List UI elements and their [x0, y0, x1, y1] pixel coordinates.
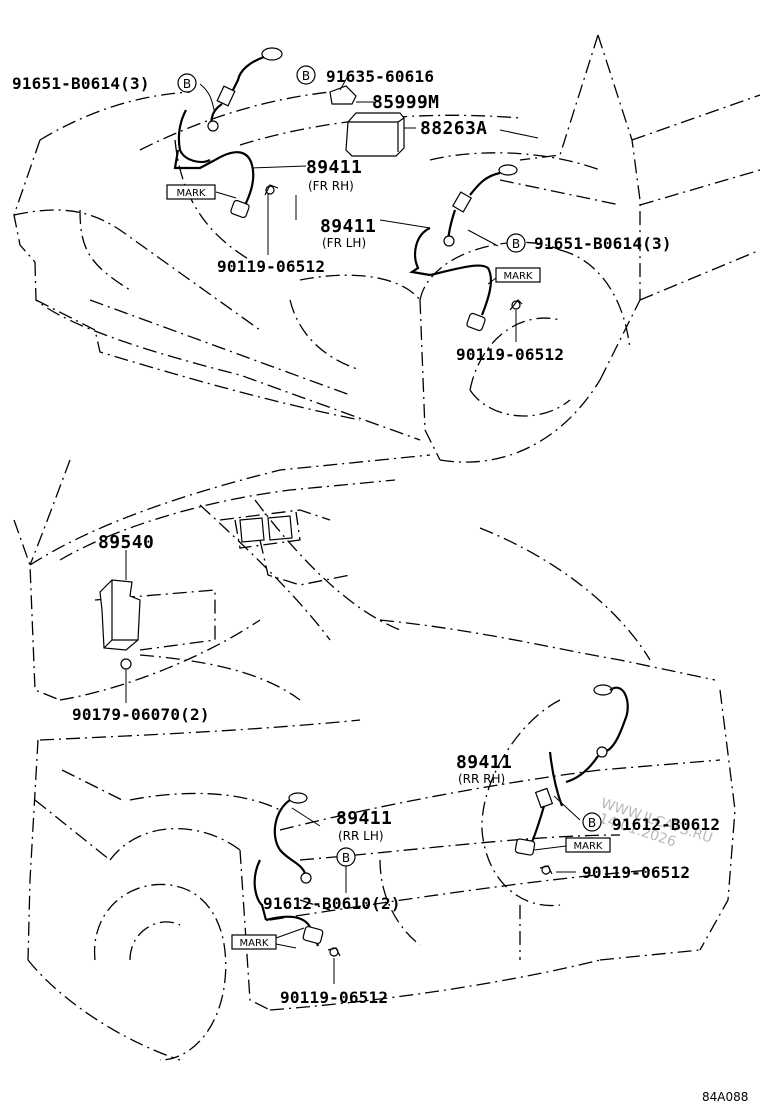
- sensor-rr-lh-assembly: [253, 792, 347, 984]
- svg-text:B: B: [588, 816, 596, 830]
- label-sensor-fr-lh: 89411: [320, 216, 376, 237]
- label-clamp-rr-rh: 91612-B0612: [612, 815, 720, 834]
- sensor-fr-lh-assembly: [409, 164, 523, 342]
- label-clamp-fr-lh: 91651-B0614(3): [534, 234, 672, 253]
- interior-outline: [13, 454, 431, 701]
- svg-text:B: B: [183, 77, 191, 91]
- label-sensor-rr-rh-side: (RR RH): [458, 772, 505, 786]
- circle-b-4: B: [582, 812, 602, 832]
- circle-b-5: B: [336, 847, 356, 867]
- sensor-rr-rh-assembly: [514, 684, 629, 875]
- mark-rr-lh: MARK: [231, 934, 277, 950]
- svg-text:MARK: MARK: [177, 188, 206, 199]
- label-bracket-bolt: 91635-60616: [326, 67, 434, 86]
- label-bolt-rr-rh: 90119-06512: [582, 863, 690, 882]
- front-leaders: [199, 75, 539, 285]
- svg-text:MARK: MARK: [574, 841, 603, 852]
- mark-fr-lh: MARK: [495, 267, 541, 283]
- label-ecu: 89540: [98, 532, 154, 553]
- svg-text:MARK: MARK: [504, 271, 533, 282]
- label-bracket: 85999M: [372, 92, 439, 113]
- svg-text:MARK: MARK: [240, 938, 269, 949]
- mark-fr-rh: MARK: [166, 184, 216, 200]
- label-clamp-fr-rh: 91651-B0614(3): [12, 74, 150, 93]
- label-sensor-fr-rh-side: (FR RH): [308, 179, 354, 193]
- label-sensor-rr-lh-side: (RR LH): [338, 829, 384, 843]
- svg-text:B: B: [302, 69, 310, 83]
- illustration-code: 84A088: [702, 1090, 748, 1104]
- label-sensor-rr-lh: 89411: [336, 808, 392, 829]
- label-actuator: 88263A: [420, 118, 487, 139]
- svg-text:B: B: [342, 851, 350, 865]
- label-bolt-fr-rh: 90119-06512: [217, 257, 325, 276]
- label-bolt-rr-lh: 90119-06512: [280, 988, 388, 1007]
- label-sensor-rr-rh: 89411: [456, 752, 512, 773]
- label-sensor-fr-lh-side: (FR LH): [322, 236, 366, 250]
- label-sensor-fr-rh: 89411: [306, 157, 362, 178]
- label-ecu-nut: 90179-06070(2): [72, 705, 210, 724]
- label-clamp-rr-lh: 91612-B0610(2): [263, 894, 401, 913]
- circle-b-2: B: [296, 65, 316, 85]
- label-bolt-fr-lh: 90119-06512: [456, 345, 564, 364]
- circle-b-1: B: [177, 73, 197, 93]
- mark-rr-rh: MARK: [565, 837, 611, 853]
- ecu-89540: [99, 550, 141, 703]
- actuator-assembly: [329, 85, 405, 157]
- circle-b-3: B: [506, 233, 526, 253]
- svg-text:B: B: [512, 237, 520, 251]
- sensor-fr-rh-assembly: [173, 47, 297, 255]
